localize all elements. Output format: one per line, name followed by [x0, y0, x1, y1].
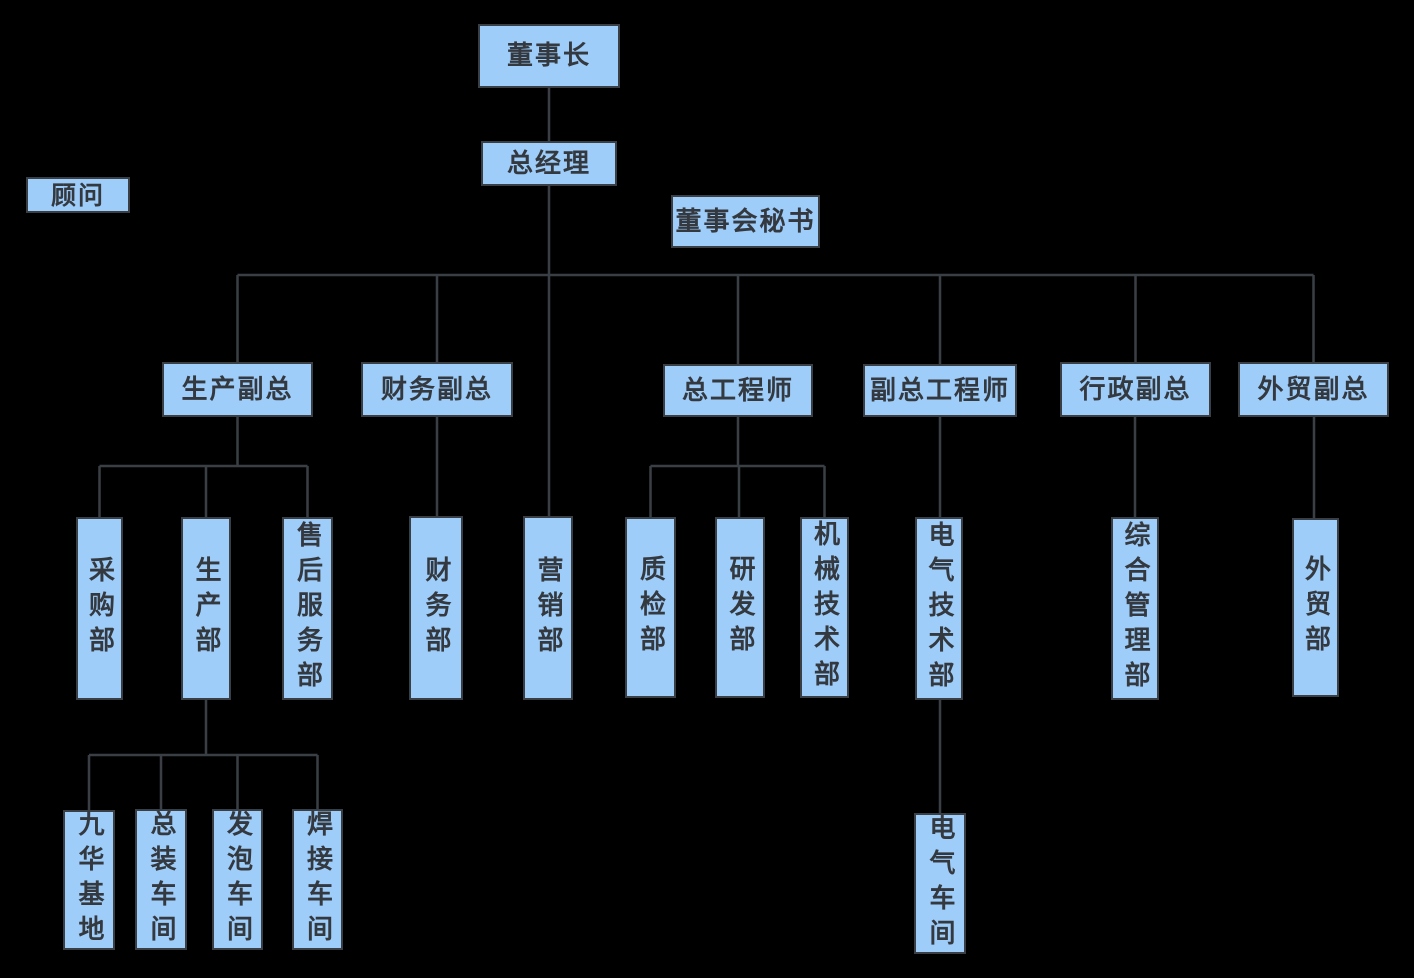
- node-foaming-workshop[interactable]: 发泡车间: [212, 809, 263, 950]
- node-purchasing-dept[interactable]: 采购部: [76, 517, 123, 700]
- node-welding-workshop[interactable]: 焊接车间: [292, 809, 343, 950]
- node-advisor[interactable]: 顾问: [26, 177, 130, 213]
- node-advisor-label: 顾问: [50, 180, 105, 210]
- node-rd-dept-label: 研发部: [725, 555, 755, 660]
- node-board-secretary-label: 董事会秘书: [675, 206, 816, 237]
- node-assembly-workshop[interactable]: 总装车间: [135, 809, 187, 950]
- node-electrical-tech-dept[interactable]: 电气技术部: [915, 517, 963, 700]
- node-after-sales-dept-label: 售后服务部: [292, 521, 323, 696]
- edge-production-vp-split: [98, 417, 309, 517]
- node-after-sales-dept[interactable]: 售后服务部: [282, 517, 333, 700]
- node-quality-dept[interactable]: 质检部: [625, 517, 676, 698]
- node-foreign-trade-vp-label: 外贸副总: [1257, 374, 1370, 405]
- node-board-secretary[interactable]: 董事会秘书: [671, 195, 820, 248]
- node-rd-dept[interactable]: 研发部: [715, 517, 765, 698]
- node-assembly-workshop-label: 总装车间: [146, 809, 176, 950]
- node-finance-vp[interactable]: 财务副总: [361, 362, 513, 417]
- node-foreign-trade-dept[interactable]: 外贸部: [1292, 518, 1339, 697]
- node-purchasing-dept-label: 采购部: [84, 556, 115, 661]
- node-general-mgmt-dept-label: 综合管理部: [1120, 521, 1150, 696]
- node-foreign-trade-dept-label: 外贸部: [1300, 555, 1331, 660]
- node-general-mgmt-dept[interactable]: 综合管理部: [1111, 517, 1159, 700]
- node-chairman-label: 董事长: [506, 41, 591, 71]
- node-production-vp-label: 生产副总: [181, 374, 294, 405]
- node-admin-vp[interactable]: 行政副总: [1060, 362, 1211, 417]
- node-electrical-workshop[interactable]: 电气车间: [914, 813, 966, 954]
- node-production-vp[interactable]: 生产副总: [162, 362, 313, 417]
- node-jiuhua-base-label: 九华基地: [74, 810, 104, 950]
- node-marketing-dept-label: 营销部: [533, 555, 563, 661]
- node-finance-dept-label: 财务部: [421, 555, 451, 661]
- node-marketing-dept[interactable]: 营销部: [523, 516, 573, 700]
- node-finance-vp-label: 财务副总: [380, 374, 493, 405]
- node-mechanical-tech-dept[interactable]: 机械技术部: [800, 517, 849, 698]
- node-general-manager[interactable]: 总经理: [481, 141, 617, 186]
- node-admin-vp-label: 行政副总: [1079, 374, 1192, 405]
- node-foreign-trade-vp[interactable]: 外贸副总: [1238, 362, 1389, 417]
- edge-chief-engineer-split: [649, 417, 826, 517]
- node-finance-dept[interactable]: 财务部: [409, 516, 463, 700]
- node-deputy-chief-engineer[interactable]: 副总工程师: [863, 364, 1017, 417]
- node-chairman[interactable]: 董事长: [478, 24, 620, 88]
- node-mechanical-tech-dept-label: 机械技术部: [809, 520, 840, 695]
- node-production-dept-label: 生产部: [191, 556, 221, 661]
- node-electrical-tech-dept-label: 电气技术部: [924, 521, 954, 696]
- edge-production-dept-split: [87, 700, 319, 810]
- node-quality-dept-label: 质检部: [635, 555, 666, 660]
- node-electrical-workshop-label: 电气车间: [925, 813, 955, 954]
- node-deputy-chief-engineer-label: 副总工程师: [869, 375, 1010, 406]
- node-jiuhua-base[interactable]: 九华基地: [63, 810, 115, 950]
- node-chief-engineer-label: 总工程师: [681, 375, 794, 406]
- node-chief-engineer[interactable]: 总工程师: [663, 364, 813, 417]
- node-foaming-workshop-label: 发泡车间: [222, 809, 253, 950]
- node-welding-workshop-label: 焊接车间: [302, 809, 333, 950]
- node-production-dept[interactable]: 生产部: [181, 517, 231, 700]
- node-general-manager-label: 总经理: [506, 148, 591, 179]
